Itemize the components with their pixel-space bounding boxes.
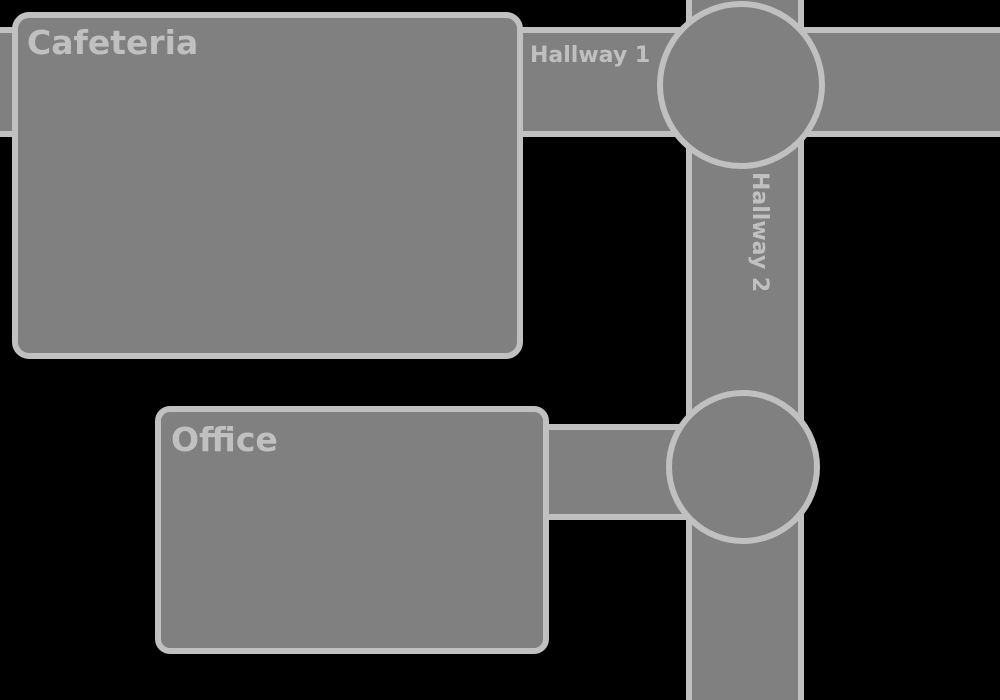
junction-lower[interactable] (666, 390, 820, 544)
hallway-1-left-edge-fill (0, 33, 2, 131)
hallway-2-label: Hallway 2 (747, 172, 772, 292)
cafeteria-label: Cafeteria (27, 23, 198, 62)
office-label: Office (171, 420, 278, 459)
room-office[interactable] (155, 406, 549, 654)
junction-upper[interactable] (657, 1, 825, 169)
hallway-1-label: Hallway 1 (530, 43, 650, 68)
room-cafeteria[interactable] (12, 12, 523, 359)
